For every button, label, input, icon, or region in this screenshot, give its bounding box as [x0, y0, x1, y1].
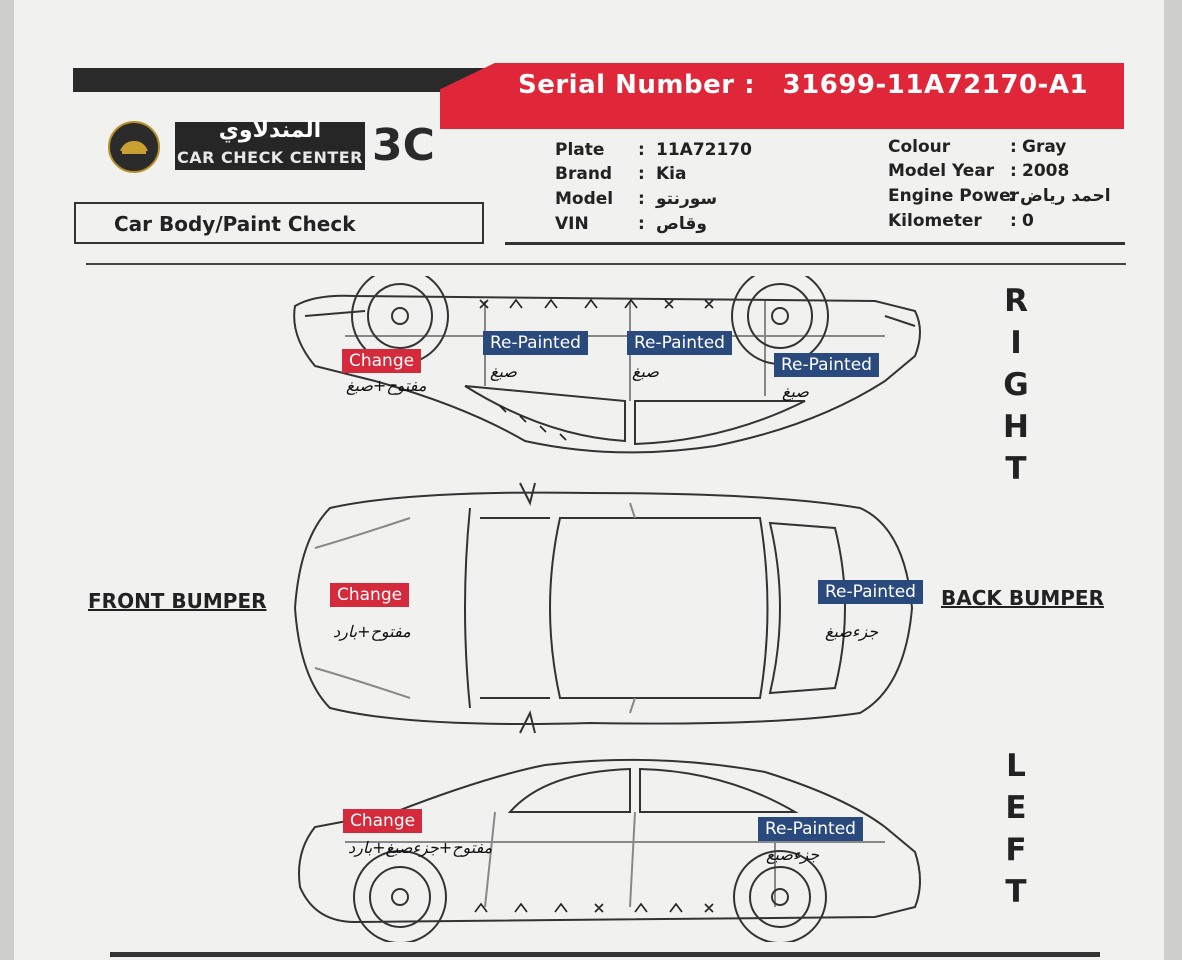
model-label: Model	[555, 189, 614, 209]
header-black-bar	[73, 68, 493, 92]
kilometer-label: Kilometer	[888, 211, 982, 231]
model-year-label: Model Year	[888, 161, 995, 181]
trunk-tag: Re-Painted	[818, 580, 923, 604]
vin-colon: :	[638, 214, 645, 234]
plate-value: 11A72170	[656, 140, 752, 160]
serial-number: Serial Number : 31699-11A72170-A1	[518, 70, 1088, 100]
right-rear-tag: Re-Painted	[774, 353, 879, 377]
logo-box	[175, 122, 365, 170]
section-divider	[86, 263, 1126, 265]
model-year-colon: :	[1010, 161, 1017, 181]
logo-code: 3C	[372, 120, 435, 171]
brand-colon: :	[638, 164, 645, 184]
trunk-note: جزءصبغ	[825, 622, 879, 641]
car-left-side-diagram	[298, 758, 921, 942]
right-front-note: مفتوح+صبغ	[346, 376, 427, 395]
brand-value: Kia	[656, 164, 687, 184]
plate-label: Plate	[555, 140, 605, 160]
colour-colon: :	[1010, 137, 1017, 157]
vin-value: وقاص	[656, 214, 707, 234]
serial-label: Serial Number :	[518, 70, 755, 100]
model-value: سورنتو	[656, 189, 718, 209]
logo-arabic: المندلاوي	[218, 118, 322, 143]
engine-power-label: Engine Power	[888, 186, 1020, 206]
logo-english: CAR CHECK CENTER	[176, 148, 363, 167]
engine-power-value: احمد رياض	[1020, 186, 1111, 206]
right-door-front-tag: Re-Painted	[483, 331, 588, 355]
right-door-front-note: صبغ	[490, 362, 517, 381]
model-year-value: 2008	[1022, 161, 1070, 181]
back-bumper-label: BACK BUMPER	[941, 586, 1104, 610]
right-front-tag: Change	[342, 349, 422, 373]
vin-label: VIN	[555, 214, 589, 234]
colour-value: Gray	[1022, 137, 1067, 157]
colour-label: Colour	[888, 137, 951, 157]
logo-emblem	[108, 121, 160, 173]
serial-value: 31699-11A72170-A1	[782, 70, 1089, 100]
left-rear-note: جزءصبغ	[766, 845, 820, 864]
car-right-side-diagram	[293, 276, 921, 454]
hood-tag: Change	[330, 583, 410, 607]
car-emblem-icon	[120, 141, 148, 154]
brand-label: Brand	[555, 164, 613, 184]
left-front-tag: Change	[343, 809, 423, 833]
info-divider	[505, 242, 1125, 245]
right-door-rear-note: صبغ	[632, 362, 659, 381]
kilometer-value: 0	[1022, 211, 1034, 231]
hood-note: مفتوح+بارد	[333, 622, 411, 641]
bottom-divider	[110, 952, 1100, 957]
check-title: Car Body/Paint Check	[74, 202, 484, 244]
kilometer-colon: :	[1010, 211, 1017, 231]
right-door-rear-tag: Re-Painted	[627, 331, 732, 355]
plate-colon: :	[638, 140, 645, 160]
left-front-note: مفتوح+جزءصبغ+بارد	[348, 838, 493, 857]
engine-power-colon: :	[1008, 186, 1015, 206]
header-red-bar	[440, 63, 1124, 129]
right-rear-note: صبغ	[782, 382, 809, 401]
car-top-view-diagram	[293, 482, 914, 734]
left-rear-tag: Re-Painted	[758, 817, 863, 841]
model-colon: :	[638, 189, 645, 209]
front-bumper-label: FRONT BUMPER	[88, 589, 267, 613]
